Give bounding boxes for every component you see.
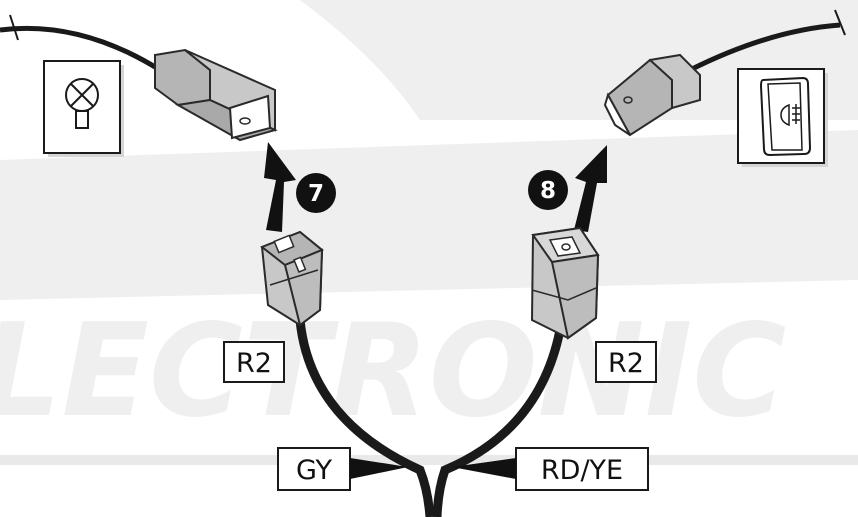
connector-lower-left (260, 230, 324, 327)
step-marker-8: 8 (528, 170, 568, 210)
connector-lower-right (530, 226, 600, 340)
step-marker-7: 7 (296, 173, 336, 213)
connector-label-text: R2 (236, 348, 272, 379)
connector-label-left: R2 (223, 341, 285, 383)
wire-label-text: RD/YE (541, 455, 623, 486)
watermark-line (0, 455, 858, 465)
bulb-icon-box (43, 60, 124, 157)
arrow-up-left (264, 142, 296, 232)
watermark-text: LECTRONIC (0, 297, 786, 446)
wire-label-left: GY (277, 447, 408, 491)
wire-pointer-right (452, 458, 516, 479)
background-watermark: LECTRONIC (0, 0, 858, 465)
connector-label-text: R2 (608, 348, 644, 379)
connector-label-right: R2 (595, 341, 657, 383)
fog-switch-icon-box (737, 68, 828, 167)
bulb-icon (65, 78, 99, 129)
fog-light-switch-icon (759, 76, 812, 157)
cable-bottom-right (432, 329, 565, 517)
cable-bottom-left (295, 319, 435, 517)
cable-end-right (834, 9, 846, 36)
step-number: 8 (540, 178, 556, 204)
wire-label-right: RD/YE (452, 447, 649, 491)
cable-end-left (9, 14, 19, 41)
cable-top-right (688, 22, 841, 73)
cable-top-left (0, 25, 162, 73)
wire-label-text: GY (296, 455, 333, 486)
connector-top-right (603, 53, 701, 137)
wire-pointer-left (350, 458, 408, 479)
connector-top-left (154, 48, 278, 142)
step-number: 7 (308, 181, 324, 207)
arrow-up-right (574, 145, 607, 232)
